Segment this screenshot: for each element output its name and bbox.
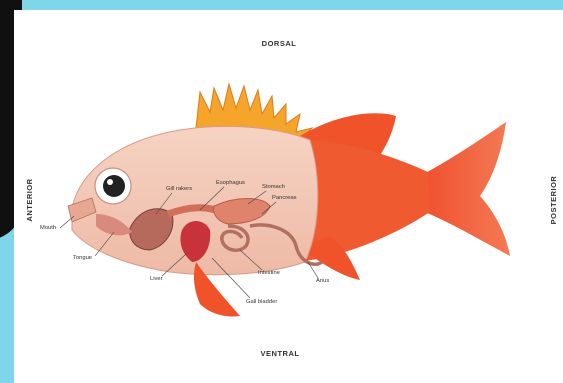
anus-label: Anus <box>316 278 329 284</box>
ventral-label: VENTRAL <box>261 349 300 358</box>
anterior-label: ANTERIOR <box>25 178 34 221</box>
gall-bladder-label: Gall bladder <box>246 299 277 305</box>
liver-label: Liver <box>150 276 163 282</box>
gill-rakers-label: Gill rakers <box>166 186 192 192</box>
posterior-label: POSTERIOR <box>549 176 558 225</box>
stomach-label: Stomach <box>262 184 285 190</box>
esophagus-label: Esophagus <box>216 180 245 186</box>
dorsal-label: DORSAL <box>262 39 297 48</box>
intestine-label: Intestine <box>258 270 280 276</box>
pancreas-label: Pancreas <box>272 195 297 201</box>
mouth-label: Mouth <box>40 225 56 231</box>
eye-iris <box>103 175 125 197</box>
tail-fin <box>420 122 510 256</box>
eye-highlight <box>107 179 113 185</box>
tongue-label: Tongue <box>73 255 92 261</box>
